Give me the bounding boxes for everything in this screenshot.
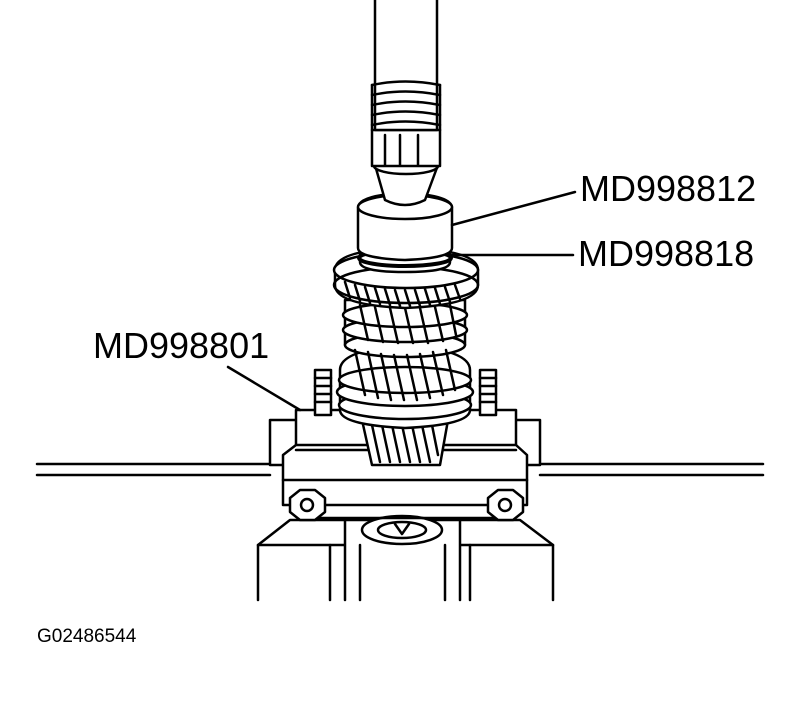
- leader-lines: [226, 190, 577, 412]
- gear-stack: [335, 298, 475, 430]
- press-screw: [370, 0, 442, 132]
- leader-md998801: [226, 365, 302, 412]
- md998801-plate: [281, 408, 529, 520]
- leader-md998812: [450, 190, 577, 227]
- lower-gear-teeth: [360, 418, 450, 467]
- clamp-bolts: [288, 368, 525, 522]
- label-md998818: MD998818: [578, 233, 755, 274]
- md998812-installer: [356, 128, 454, 262]
- label-md998801: MD998801: [93, 325, 270, 366]
- lower-bearing: [343, 514, 462, 602]
- label-md998812: MD998812: [580, 168, 757, 209]
- workbench-rails: [35, 462, 765, 477]
- figure-id: G02486544: [37, 626, 137, 647]
